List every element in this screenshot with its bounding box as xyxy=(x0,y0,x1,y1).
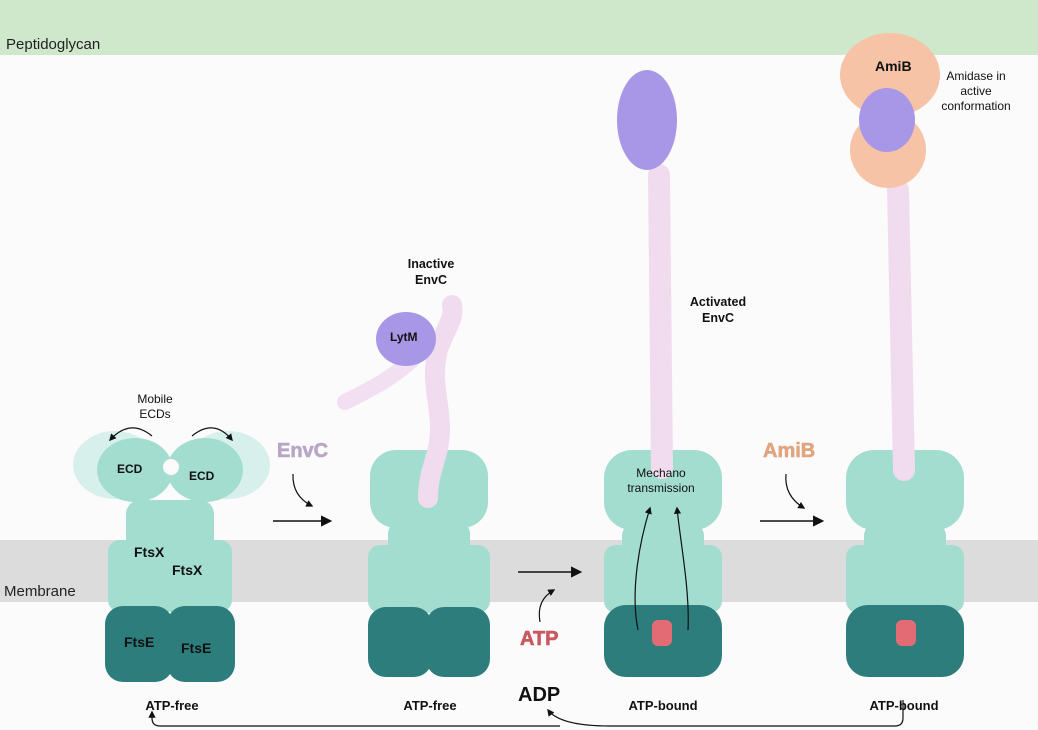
membrane-label: Membrane xyxy=(4,583,76,600)
state-label-3: ATP-bound xyxy=(628,698,697,713)
ftsx-tm-4 xyxy=(846,545,964,613)
complex-4 xyxy=(840,33,964,677)
adp-return-arrow xyxy=(548,700,903,726)
state-label-2: ATP-free xyxy=(403,698,456,713)
amidase-line-3: conformation xyxy=(941,99,1010,114)
complex-2 xyxy=(345,305,490,677)
inactive-envc-annotation: Inactive EnvC xyxy=(408,256,455,288)
ftsx-label-2: FtsX xyxy=(172,562,202,578)
ftsx-tm-3 xyxy=(604,545,722,613)
adp-label: ADP xyxy=(518,684,560,707)
activated-envc-annotation: Activated EnvC xyxy=(690,294,746,326)
atp-4 xyxy=(896,620,916,646)
state-label-4: ATP-bound xyxy=(869,698,938,713)
mechano-line-1: Mechano xyxy=(627,466,694,481)
envc-coil-3 xyxy=(659,175,662,468)
ftse-label-2: FtsE xyxy=(181,640,211,656)
envc-arrow-label: EnvC xyxy=(277,440,328,463)
lytm-domain-4 xyxy=(859,88,915,152)
activated-envc-line-1: Activated xyxy=(690,294,746,310)
ecd-label-left: ECD xyxy=(117,462,142,476)
inactive-envc-line-1: Inactive xyxy=(408,256,455,272)
amidase-line-2: active xyxy=(941,84,1010,99)
return-to-start-arrow xyxy=(152,712,560,726)
envc-curved-arrow xyxy=(293,474,312,506)
ftsx-tm xyxy=(108,540,232,612)
state-label-1: ATP-free xyxy=(145,698,198,713)
amib-curved-arrow xyxy=(786,474,804,508)
inactive-envc-line-2: EnvC xyxy=(408,272,455,288)
envc-coil-4 xyxy=(898,190,904,470)
envc-coil-2-arm xyxy=(345,360,412,402)
ftsx-tm-2 xyxy=(368,545,490,613)
amidase-annotation: Amidase in active conformation xyxy=(941,69,1010,114)
peptidoglycan-label: Peptidoglycan xyxy=(6,36,100,53)
amidase-line-1: Amidase in xyxy=(941,69,1010,84)
lytm-domain-3 xyxy=(617,70,677,170)
mobile-ecds-annotation: Mobile ECDs xyxy=(137,392,172,422)
atp-3 xyxy=(652,620,672,646)
activated-envc-line-2: EnvC xyxy=(690,310,746,326)
mobile-ecds-line-1: Mobile xyxy=(137,392,172,407)
ecd-label-right: ECD xyxy=(189,469,214,483)
ftse-label-1: FtsE xyxy=(124,634,154,650)
ecd-gap xyxy=(163,459,179,475)
mobile-ecds-line-2: ECDs xyxy=(137,407,172,422)
atp-arrow-label: ATP xyxy=(520,628,559,651)
complex-3 xyxy=(604,70,722,677)
ftse-2a xyxy=(368,607,432,677)
amib-label: AmiB xyxy=(875,58,912,74)
ftse-2b xyxy=(426,607,490,677)
ftsx-label-1: FtsX xyxy=(134,544,164,560)
lytm-label: LytM xyxy=(390,330,418,344)
mechano-annotation: Mechano transmission xyxy=(627,466,694,496)
amib-arrow-label: AmiB xyxy=(763,440,815,463)
mechano-line-2: transmission xyxy=(627,481,694,496)
